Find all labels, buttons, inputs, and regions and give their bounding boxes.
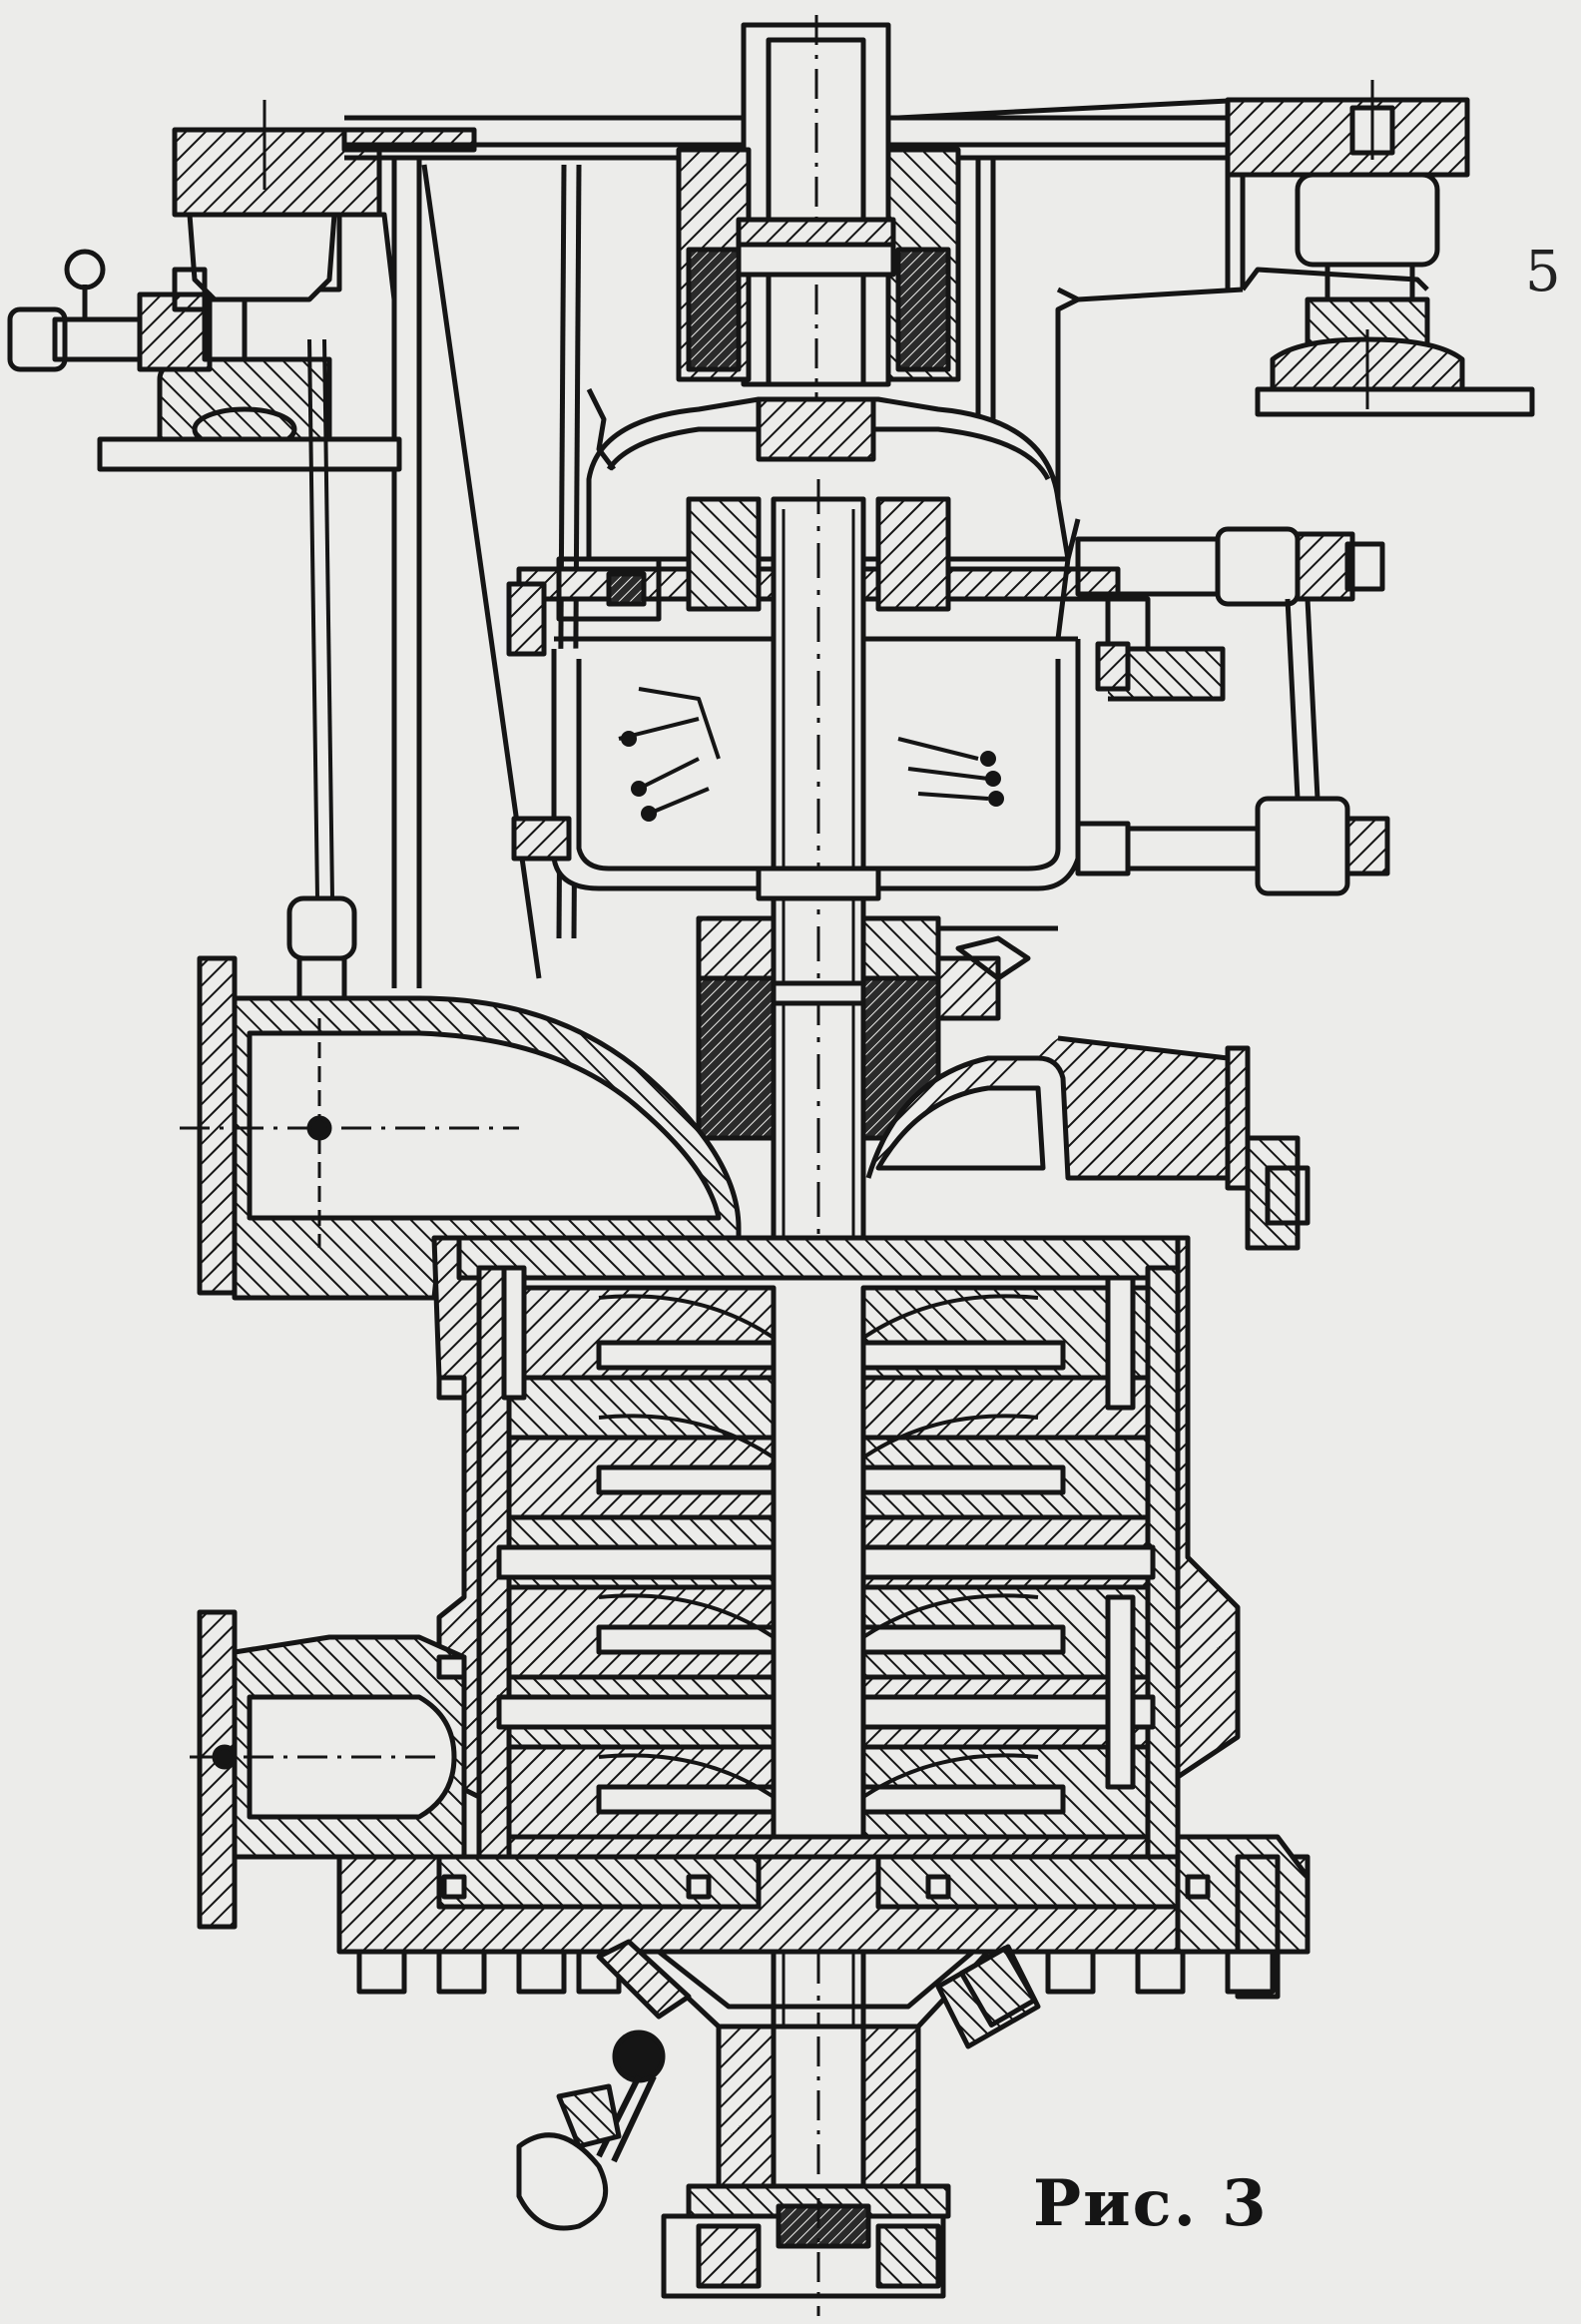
right-pedestal — [1255, 172, 1535, 417]
suction-inlet — [180, 955, 742, 1301]
bottom-spigot — [661, 2024, 951, 2316]
drain-valve — [516, 1939, 692, 2231]
casing-bolts — [436, 1375, 1211, 1900]
upper-shaft-housing — [676, 15, 961, 399]
bottom-right-valve — [935, 1944, 1041, 2049]
discharge-outlet — [190, 1609, 467, 1930]
right-oil-pipe — [1075, 526, 1390, 896]
figure-caption: Рис. 3 — [1033, 2166, 1269, 2241]
upper-volute-right — [865, 1035, 1311, 1251]
reference-number-label: 5 — [1525, 240, 1561, 304]
bottom-cover — [336, 1834, 1311, 2030]
impeller-stages — [476, 1265, 1181, 1870]
left-pedestal — [7, 212, 402, 1006]
shaft-seal — [696, 915, 1058, 1141]
